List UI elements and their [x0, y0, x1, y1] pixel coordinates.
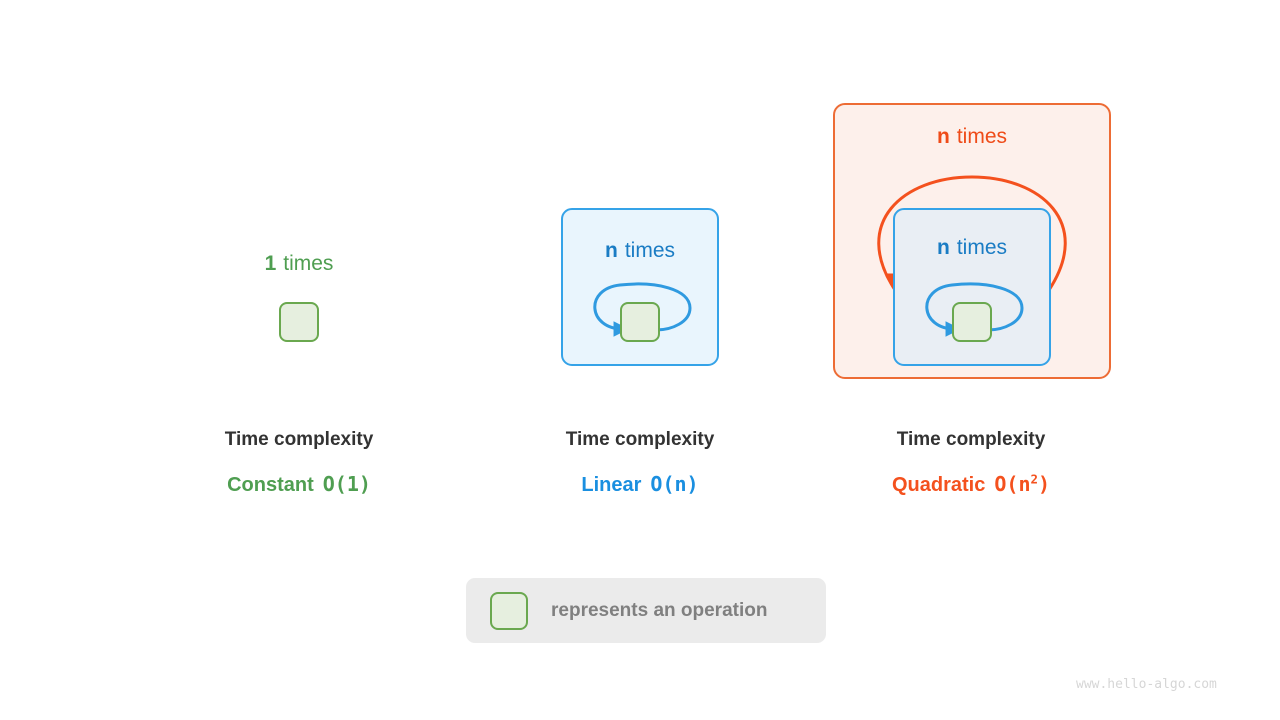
quadratic-value: Quadratic O(n2)	[892, 472, 1050, 496]
quadratic-notation-close: )	[1037, 472, 1050, 496]
legend-label: represents an operation	[551, 599, 768, 621]
linear-loop-count: n	[604, 239, 618, 262]
legend: represents an operation	[466, 578, 826, 643]
constant-value: Constant O(1)	[225, 474, 374, 495]
quadratic-complexity-name: Quadratic	[892, 474, 986, 496]
quadratic-notation-exponent: 2	[1030, 471, 1038, 487]
watermark: www.hello-algo.com	[1076, 677, 1217, 692]
linear-title: Time complexity	[565, 429, 715, 450]
operation-box-quadratic	[952, 302, 992, 342]
linear-loop-arrow-blue	[593, 282, 692, 337]
linear-value: Linear O(n)	[566, 474, 715, 495]
quadratic-notation: O(n2)	[994, 472, 1050, 496]
constant-notation: O(1)	[322, 472, 371, 496]
quadratic-inner-loop-arrow-blue	[925, 282, 1024, 337]
constant-loop-word: times	[283, 252, 334, 275]
quadratic-title: Time complexity	[896, 429, 1046, 450]
constant-title: Time complexity	[224, 429, 374, 450]
operation-box-constant	[279, 302, 319, 342]
legend-operation-swatch	[490, 591, 528, 630]
quadratic-notation-base: O(n	[994, 472, 1031, 496]
operation-box-linear	[620, 302, 660, 342]
constant-complexity-label: Time complexity Constant O(1)	[225, 430, 374, 495]
quadratic-inner-loop-word: times	[956, 236, 1008, 259]
quadratic-outer-loop-word: times	[956, 125, 1008, 148]
linear-loop-word: times	[624, 239, 676, 262]
linear-complexity-name: Linear	[581, 474, 642, 496]
linear-notation: O(n)	[650, 472, 699, 496]
linear-complexity-label: Time complexity Linear O(n)	[566, 430, 715, 495]
constant-loop-caption: 1 times	[265, 253, 334, 274]
constant-loop-count: 1	[264, 252, 277, 275]
constant-complexity-name: Constant	[227, 474, 314, 496]
quadratic-complexity-label: Time complexity Quadratic O(n2)	[892, 430, 1050, 495]
quadratic-outer-loop-count: n	[936, 125, 950, 148]
quadratic-inner-loop-count: n	[936, 236, 950, 259]
